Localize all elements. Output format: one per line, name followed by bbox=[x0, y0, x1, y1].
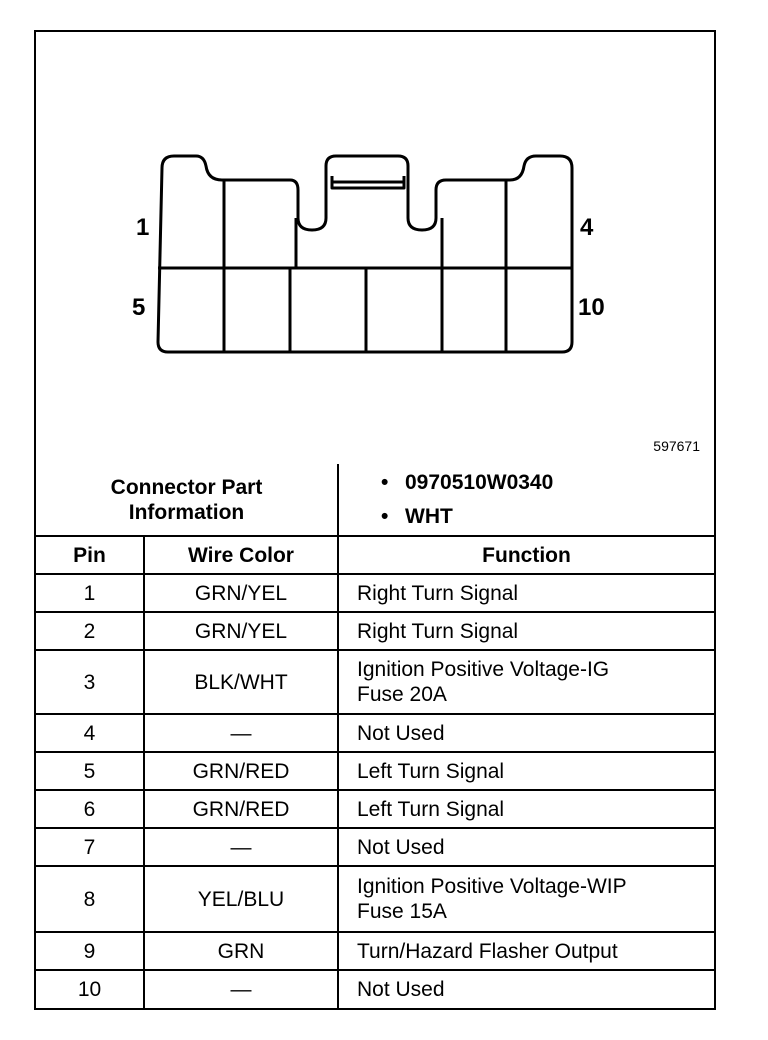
part-info-label: Connector Part Information bbox=[36, 464, 339, 537]
connector-sheet: 1 4 5 10 597671 Connector Part Informati… bbox=[34, 30, 716, 1010]
cell-function: Not Used bbox=[337, 827, 714, 867]
cell-wire-color: GRN/YEL bbox=[143, 574, 339, 613]
part-info-row: Connector Part Information •0970510W0340… bbox=[36, 464, 714, 537]
cell-pin: 9 bbox=[36, 931, 145, 971]
cell-wire-color: GRN/RED bbox=[143, 789, 339, 829]
table-row: 7— Not Used bbox=[36, 827, 714, 867]
cell-pin: 5 bbox=[36, 751, 145, 791]
header-function: Function bbox=[337, 535, 714, 575]
cell-function: Left Turn Signal bbox=[337, 789, 714, 829]
cell-wire-color: GRN/YEL bbox=[143, 611, 339, 651]
part-number-line: •0970510W0340 bbox=[381, 470, 554, 494]
header-pin: Pin bbox=[36, 535, 145, 575]
pin-label-bottom-right: 10 bbox=[578, 294, 605, 321]
table-header-row: Pin Wire Color Function bbox=[36, 535, 714, 575]
cell-wire-color: — bbox=[143, 713, 339, 753]
connector-outline bbox=[156, 154, 574, 354]
function-text: Not Used bbox=[357, 721, 445, 745]
function-text: Left Turn Signal bbox=[357, 797, 505, 821]
function-text: Right Turn Signal bbox=[357, 619, 519, 643]
cell-wire-color: YEL/BLU bbox=[143, 865, 339, 933]
figure-number: 597671 bbox=[653, 438, 700, 454]
cell-pin: 6 bbox=[36, 789, 145, 829]
pin-label-top-left: 1 bbox=[136, 214, 150, 241]
cell-pin: 2 bbox=[36, 611, 145, 651]
pin-table: Connector Part Information •0970510W0340… bbox=[36, 464, 714, 1008]
table-row: 10— Not Used bbox=[36, 969, 714, 1008]
function-text: Not Used bbox=[357, 835, 445, 859]
table-row: 4— Not Used bbox=[36, 713, 714, 753]
function-text: Ignition Positive Voltage-IG Fuse 20A bbox=[357, 658, 610, 706]
cell-function: Right Turn Signal bbox=[337, 574, 714, 613]
pin-label-bottom-left: 5 bbox=[132, 294, 146, 321]
function-text: Right Turn Signal bbox=[357, 581, 519, 605]
cell-wire-color: GRN bbox=[143, 931, 339, 971]
cell-function: Not Used bbox=[337, 969, 714, 1008]
pin-label-top-right: 4 bbox=[580, 214, 594, 241]
part-info-label-line2: Information bbox=[128, 500, 245, 524]
connector-face-drawing bbox=[156, 154, 574, 354]
connector-color-line: •WHT bbox=[381, 504, 453, 528]
cell-pin: 3 bbox=[36, 649, 145, 715]
cell-wire-color: BLK/WHT bbox=[143, 649, 339, 715]
cell-wire-color: GRN/RED bbox=[143, 751, 339, 791]
header-wire-color: Wire Color bbox=[143, 535, 339, 575]
cell-function: Not Used bbox=[337, 713, 714, 753]
cell-pin: 7 bbox=[36, 827, 145, 867]
connector-diagram: 1 4 5 10 597671 bbox=[36, 32, 714, 464]
function-text: Ignition Positive Voltage-WIP Fuse 15A bbox=[357, 875, 627, 923]
function-text: Left Turn Signal bbox=[357, 759, 505, 783]
cell-wire-color: — bbox=[143, 827, 339, 867]
cell-function: Ignition Positive Voltage-IG Fuse 20A bbox=[337, 649, 714, 715]
part-info-label-line1: Connector Part bbox=[110, 475, 263, 499]
cell-function: Turn/Hazard Flasher Output bbox=[337, 931, 714, 971]
connector-color: WHT bbox=[405, 504, 453, 528]
cell-pin: 8 bbox=[36, 865, 145, 933]
part-number: 0970510W0340 bbox=[405, 470, 554, 494]
cell-wire-color: — bbox=[143, 969, 339, 1008]
cell-pin: 4 bbox=[36, 713, 145, 753]
part-info-values: •0970510W0340 •WHT bbox=[337, 464, 714, 537]
cell-pin: 10 bbox=[36, 969, 145, 1008]
cell-function: Ignition Positive Voltage-WIP Fuse 15A bbox=[337, 865, 714, 933]
function-text: Turn/Hazard Flasher Output bbox=[357, 939, 618, 963]
cell-function: Left Turn Signal bbox=[337, 751, 714, 791]
cell-function: Right Turn Signal bbox=[337, 611, 714, 651]
cell-pin: 1 bbox=[36, 574, 145, 613]
function-text: Not Used bbox=[357, 978, 445, 1001]
